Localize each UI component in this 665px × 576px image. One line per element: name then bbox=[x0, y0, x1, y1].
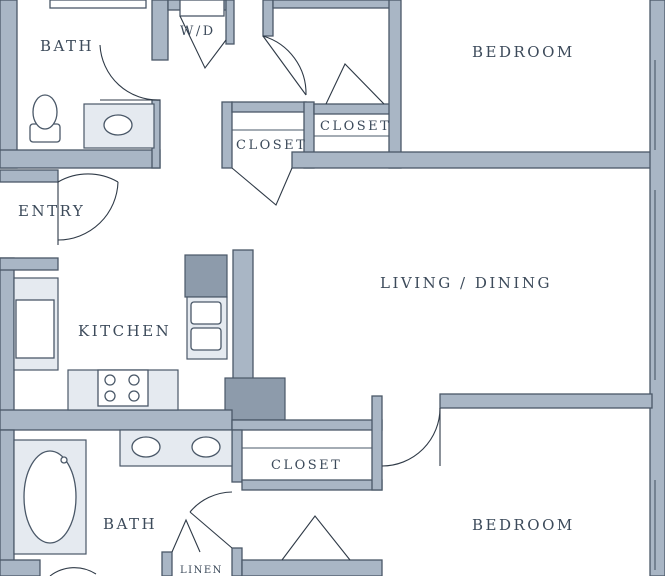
door-wd bbox=[179, 15, 227, 70]
dishwasher-icon bbox=[15, 299, 55, 359]
wall-top-mid bbox=[262, 0, 274, 37]
door-bath-bottom-leaf bbox=[189, 511, 233, 549]
wall-kitchen-left bbox=[0, 257, 15, 419]
wall-bath-top-bottom bbox=[0, 149, 161, 169]
label-linen: LINEN bbox=[180, 565, 223, 576]
label-bedroom-top: BEDROOM bbox=[472, 43, 575, 61]
kitchen-sink-2-icon bbox=[190, 327, 222, 351]
door-entry bbox=[57, 181, 119, 241]
burner-1-icon bbox=[104, 374, 116, 386]
door-hall-leaf bbox=[262, 35, 307, 96]
label-bedroom-bottom: BEDROOM bbox=[472, 516, 575, 534]
sink-icon bbox=[103, 114, 133, 136]
room-labels: BATH W/D BEDROOM CLOSET CLOSET ENTRY LIV… bbox=[18, 24, 575, 576]
wall-bath-top-right bbox=[151, 0, 169, 61]
tub-basin-icon bbox=[23, 450, 77, 544]
door-closet-bottom bbox=[281, 515, 351, 561]
wall-linen-right bbox=[231, 547, 243, 576]
wall-closet-c-right bbox=[371, 395, 383, 491]
wall-bottom-left bbox=[0, 559, 41, 576]
washer-dryer-icon bbox=[179, 0, 225, 17]
door-closet-b bbox=[325, 63, 385, 105]
wall-top-bedroom bbox=[272, 0, 392, 9]
door-hall bbox=[262, 35, 307, 96]
sink-right-icon bbox=[191, 436, 221, 458]
kitchen-sink-1-icon bbox=[190, 301, 222, 325]
door-closet-a bbox=[231, 167, 293, 206]
wall-left-lower bbox=[0, 429, 15, 576]
wall-closet-top bbox=[231, 101, 307, 113]
wall-kitchen-bottom bbox=[0, 409, 233, 431]
door-bath-bottom bbox=[189, 491, 233, 513]
label-kitchen: KITCHEN bbox=[78, 322, 171, 340]
label-closet-a: CLOSET bbox=[236, 138, 307, 153]
label-living-dining: LIVING / DINING bbox=[380, 274, 552, 292]
wall-closet-c-left bbox=[231, 429, 243, 483]
wall-linen-left bbox=[161, 551, 173, 576]
door-bedroom-bottom bbox=[381, 407, 441, 467]
wall-bedroom-top-left bbox=[388, 0, 402, 169]
column-block bbox=[224, 377, 286, 421]
toilet-bowl-icon bbox=[32, 94, 58, 130]
door-bath-top bbox=[99, 44, 161, 101]
wall-bottom-mid bbox=[241, 559, 383, 576]
wall-entry-top bbox=[0, 169, 59, 183]
fixtures bbox=[13, 0, 389, 555]
label-closet-c: CLOSET bbox=[271, 458, 342, 473]
label-bath-top: BATH bbox=[40, 37, 94, 55]
wall-living-bottom bbox=[439, 393, 653, 409]
wall-closet-c-bottom bbox=[241, 479, 383, 491]
range-icon bbox=[97, 369, 149, 407]
wall-bedroom-top-bottom bbox=[291, 151, 665, 169]
label-entry: ENTRY bbox=[18, 202, 85, 220]
wall-closet2-top bbox=[313, 103, 395, 115]
wall-closet-left bbox=[221, 101, 233, 169]
wall-right-exterior bbox=[649, 0, 665, 576]
sink-left-icon bbox=[131, 436, 161, 458]
tub-drain-icon bbox=[60, 456, 68, 464]
wall-wd-right bbox=[225, 0, 235, 45]
burner-2-icon bbox=[128, 374, 140, 386]
doors bbox=[49, 15, 441, 576]
door-entry-arc bbox=[57, 173, 119, 183]
wall-kitchen-top bbox=[0, 257, 59, 271]
tub-top-edge bbox=[49, 0, 147, 9]
door-linen bbox=[171, 518, 201, 553]
wall-closet-c-top bbox=[231, 419, 383, 431]
burner-3-icon bbox=[104, 390, 116, 402]
fridge-icon bbox=[184, 254, 228, 298]
door-bottom-left bbox=[49, 567, 97, 576]
label-bath-bottom: BATH bbox=[103, 515, 157, 533]
label-wd: W/D bbox=[180, 24, 216, 39]
label-closet-b: CLOSET bbox=[320, 119, 391, 134]
burner-4-icon bbox=[128, 390, 140, 402]
wall-left-upper bbox=[0, 0, 18, 169]
